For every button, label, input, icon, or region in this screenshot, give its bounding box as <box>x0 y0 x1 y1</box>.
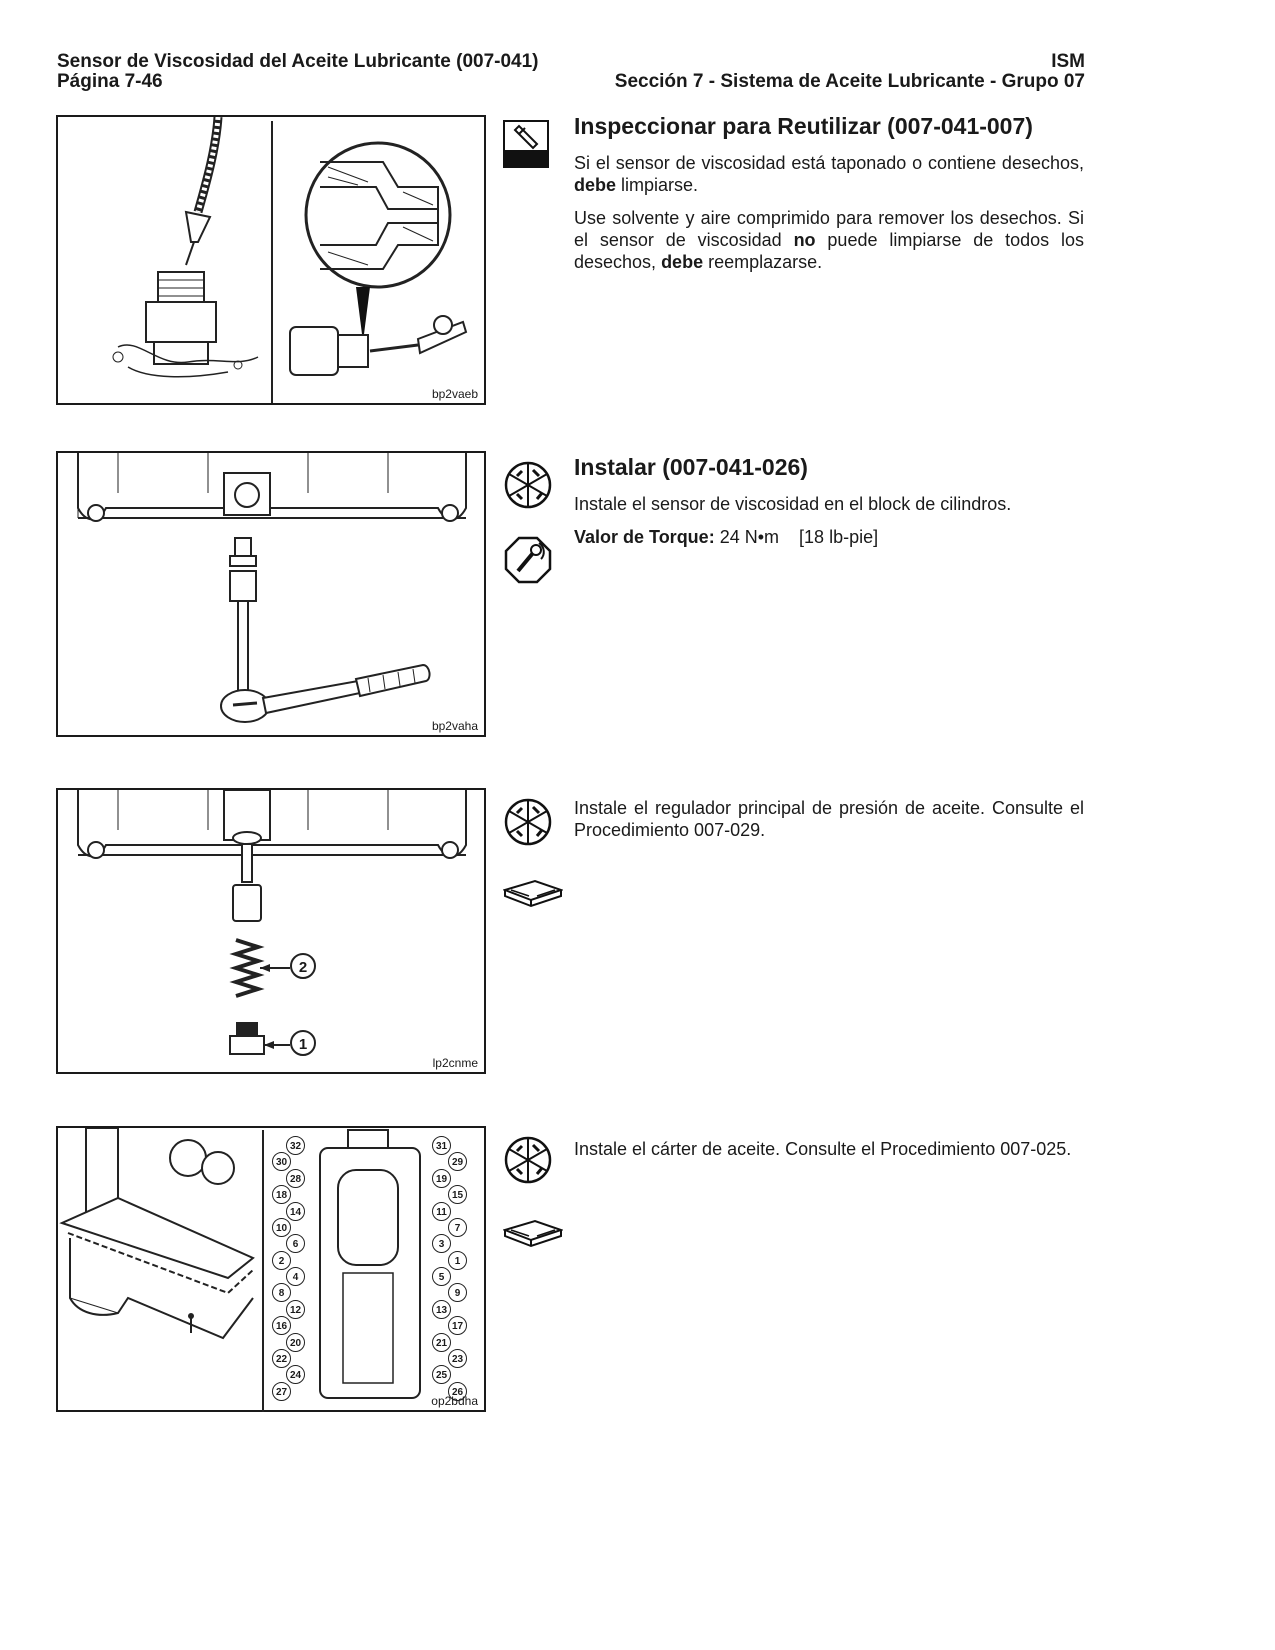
torque-wrench-icon <box>504 536 552 584</box>
pan-bolt-callout: 24 <box>286 1365 305 1384</box>
inspect-icon <box>503 120 549 168</box>
inspect-paragraph-1: Si el sensor de viscosidad está taponado… <box>574 153 1084 195</box>
pan-bolt-callout: 22 <box>272 1349 291 1368</box>
reference-book-icon <box>503 879 563 908</box>
pan-bolt-callout: 31 <box>432 1136 451 1155</box>
oil-pan-paragraph: Instale el cárter de aceite. Consulte el… <box>574 1139 1072 1159</box>
torque-value: Valor de Torque: 24 N•m [18 lb-pie] <box>574 526 1084 548</box>
figure-regulator-install: 2 1 lp2cnme <box>56 788 486 1074</box>
pan-bolt-callout: 9 <box>448 1283 467 1302</box>
pan-bolt-callout: 28 <box>286 1169 305 1188</box>
pan-bolt-callout: 3 <box>432 1234 451 1253</box>
section-inspect: Inspeccionar para Reutilizar (007-041-00… <box>574 113 1084 284</box>
pan-bolt-callout: 7 <box>448 1218 467 1237</box>
callout-2: 2 <box>290 953 316 979</box>
torque-metric: 24 N•m <box>719 527 780 547</box>
inspect-paragraph-2: Use solvente y aire comprimido para remo… <box>574 208 1085 272</box>
pan-bolt-callout: 10 <box>272 1218 291 1237</box>
figure-code: lp2cnme <box>432 1056 478 1070</box>
oil-pan-illustration <box>59 1128 421 1412</box>
pan-bolt-callout: 27 <box>272 1382 291 1401</box>
figure-code: bp2vaeb <box>431 387 478 401</box>
pan-bolt-callout: 21 <box>432 1333 451 1352</box>
torque-imperial: [18 lb-pie] <box>799 527 879 547</box>
page-header-right: ISM Sección 7 - Sistema de Aceite Lubric… <box>615 52 1085 92</box>
pan-bolt-callout: 29 <box>448 1152 467 1171</box>
document-title: Sensor de Viscosidad del Aceite Lubrican… <box>57 51 539 72</box>
pan-bolt-callout: 20 <box>286 1333 305 1352</box>
pan-bolt-callout: 30 <box>272 1152 291 1171</box>
install-icon <box>504 1136 552 1184</box>
pan-bolt-callout: 5 <box>432 1267 451 1286</box>
reference-book-icon <box>503 1219 563 1248</box>
pan-bolt-callout: 26 <box>448 1382 467 1401</box>
pan-bolt-callout: 11 <box>432 1202 451 1221</box>
pan-bolt-callout: 19 <box>432 1169 451 1188</box>
pan-bolt-callout: 6 <box>286 1234 305 1253</box>
pan-bolt-callout: 1 <box>448 1251 467 1270</box>
regulator-paragraph: Instale el regulador principal de presió… <box>574 798 1084 840</box>
pan-bolt-callout: 18 <box>272 1185 291 1204</box>
section-install: Instalar (007-041-026) Instale el sensor… <box>574 454 1084 548</box>
section-oil-pan: Instale el cárter de aceite. Consulte el… <box>574 1138 1084 1171</box>
section-inspect-title: Inspeccionar para Reutilizar (007-041-00… <box>574 113 1033 139</box>
page-header-left: Sensor de Viscosidad del Aceite Lubrican… <box>57 52 539 92</box>
figure-code: bp2vaha <box>431 719 478 733</box>
engine-model: ISM <box>1051 51 1085 72</box>
pan-bolt-callout: 2 <box>272 1251 291 1270</box>
pan-bolt-callout: 15 <box>448 1185 467 1204</box>
regulator-install-illustration <box>77 790 467 1055</box>
pan-bolt-callout: 13 <box>432 1300 451 1319</box>
install-paragraph-1: Instale el sensor de viscosidad en el bl… <box>574 494 1012 514</box>
sensor-inspect-illustration <box>112 117 468 403</box>
pan-bolt-callout: 8 <box>272 1283 291 1302</box>
figure-sensor-install: bp2vaha <box>56 451 486 737</box>
page-number: Página 7-46 <box>57 71 163 92</box>
pan-bolt-callout: 17 <box>448 1316 467 1335</box>
figure-code: op2bdha <box>431 1394 478 1408</box>
figure-sensor-inspect: bp2vaeb <box>56 115 486 405</box>
pan-bolt-callout: 12 <box>286 1300 305 1319</box>
sensor-install-illustration <box>77 453 467 723</box>
pan-bolt-callout: 25 <box>432 1365 451 1384</box>
section-regulator: Instale el regulador principal de presió… <box>574 797 1084 852</box>
pan-bolt-callout: 23 <box>448 1349 467 1368</box>
section-title: Sección 7 - Sistema de Aceite Lubricante… <box>614 71 1085 92</box>
pan-bolt-callout: 16 <box>272 1316 291 1335</box>
pan-bolt-callout: 14 <box>286 1202 305 1221</box>
callout-1: 1 <box>290 1030 316 1056</box>
pan-bolt-callout: 32 <box>286 1136 305 1155</box>
install-icon <box>504 798 552 846</box>
pan-bolt-callout: 4 <box>286 1267 305 1286</box>
section-install-title: Instalar (007-041-026) <box>574 454 808 480</box>
torque-label: Valor de Torque: <box>574 527 715 547</box>
install-icon <box>504 461 552 509</box>
